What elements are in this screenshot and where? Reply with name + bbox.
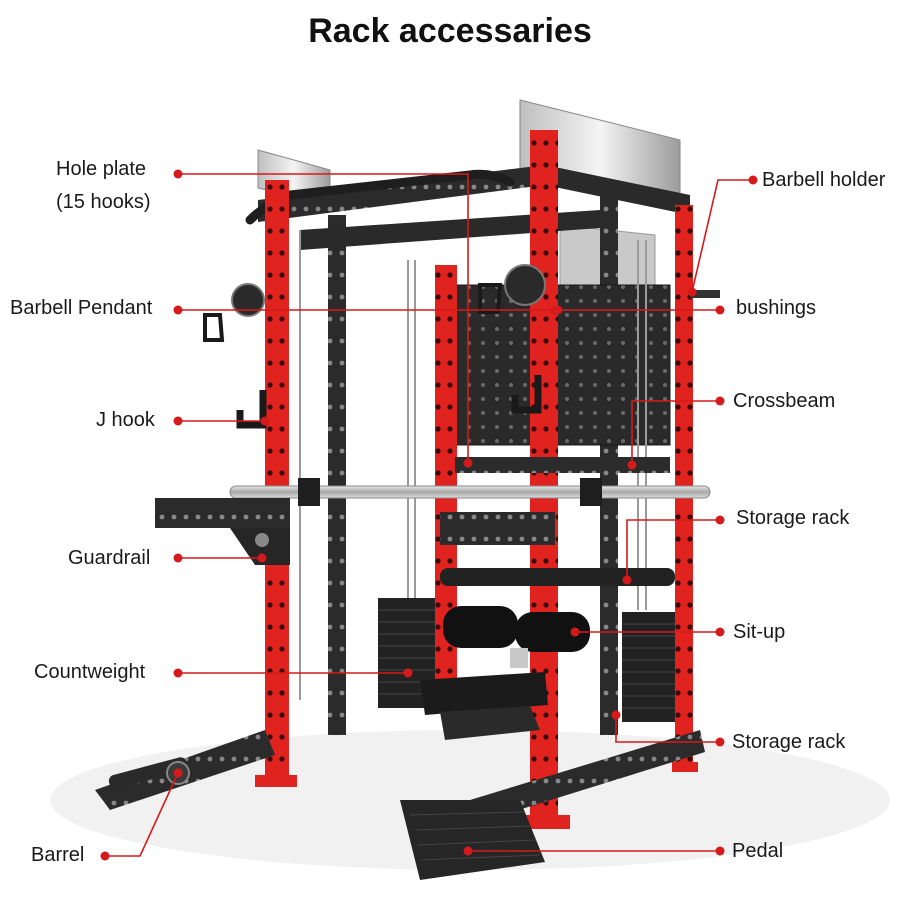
upper-pulley xyxy=(504,264,546,306)
j-hook-left xyxy=(236,390,267,429)
front-left-upright xyxy=(265,180,289,780)
leader-crossbeam xyxy=(631,400,720,465)
bench-pad xyxy=(420,672,548,715)
leader-barbell-holder xyxy=(691,179,753,293)
label-hole-plate-hooks: (15 hooks) xyxy=(56,191,151,213)
top-back-beam xyxy=(300,210,600,250)
sit-up-roller-left xyxy=(443,606,518,648)
leader-hole-plate xyxy=(178,173,469,463)
base-right-beam xyxy=(470,730,705,822)
top-front-beam xyxy=(258,165,545,222)
left-pulley xyxy=(231,283,265,317)
leader-storage-rack-1 xyxy=(626,519,720,580)
label-countweight: Countweight xyxy=(34,661,146,683)
barbell-holder xyxy=(690,290,720,298)
leader-storage-rack-2 xyxy=(615,715,720,743)
label-sit-up: Sit-up xyxy=(733,621,786,643)
leader-dots xyxy=(100,169,758,861)
label-hole-plate: Hole plate xyxy=(56,158,147,180)
right-weight-stack xyxy=(622,612,682,722)
label-barbell-holder: Barbell holder xyxy=(762,169,886,191)
front-center-left-upright xyxy=(435,265,457,705)
label-guardrail: Guardrail xyxy=(68,547,151,569)
guardrail xyxy=(155,498,290,528)
crossbeam xyxy=(455,457,670,473)
label-barrel: Barrel xyxy=(31,844,85,866)
label-barbell-pendant: Barbell Pendant xyxy=(10,297,153,319)
right-safety-arm xyxy=(440,512,555,545)
label-j-hook: J hook xyxy=(96,409,155,431)
pedal xyxy=(400,800,545,880)
sit-up-roller-right xyxy=(515,612,590,652)
back-left-upright xyxy=(328,215,346,735)
label-crossbeam: Crossbeam xyxy=(733,390,836,412)
label-bushings: bushings xyxy=(736,297,817,319)
storage-rack-bar xyxy=(440,568,675,586)
barbell-pendant-handle xyxy=(203,313,225,342)
pull-up-bar xyxy=(245,169,515,225)
label-storage-rack-upper: Storage rack xyxy=(736,507,850,529)
j-hook-right xyxy=(511,375,542,414)
top-side-beam xyxy=(545,165,690,215)
leader-barrel xyxy=(105,772,179,857)
barrel xyxy=(108,757,188,789)
label-pedal: Pedal xyxy=(732,840,784,862)
leader-lines xyxy=(105,173,753,857)
label-storage-rack-lower: Storage rack xyxy=(732,731,846,753)
page-title: Rack accessaries xyxy=(308,12,592,50)
